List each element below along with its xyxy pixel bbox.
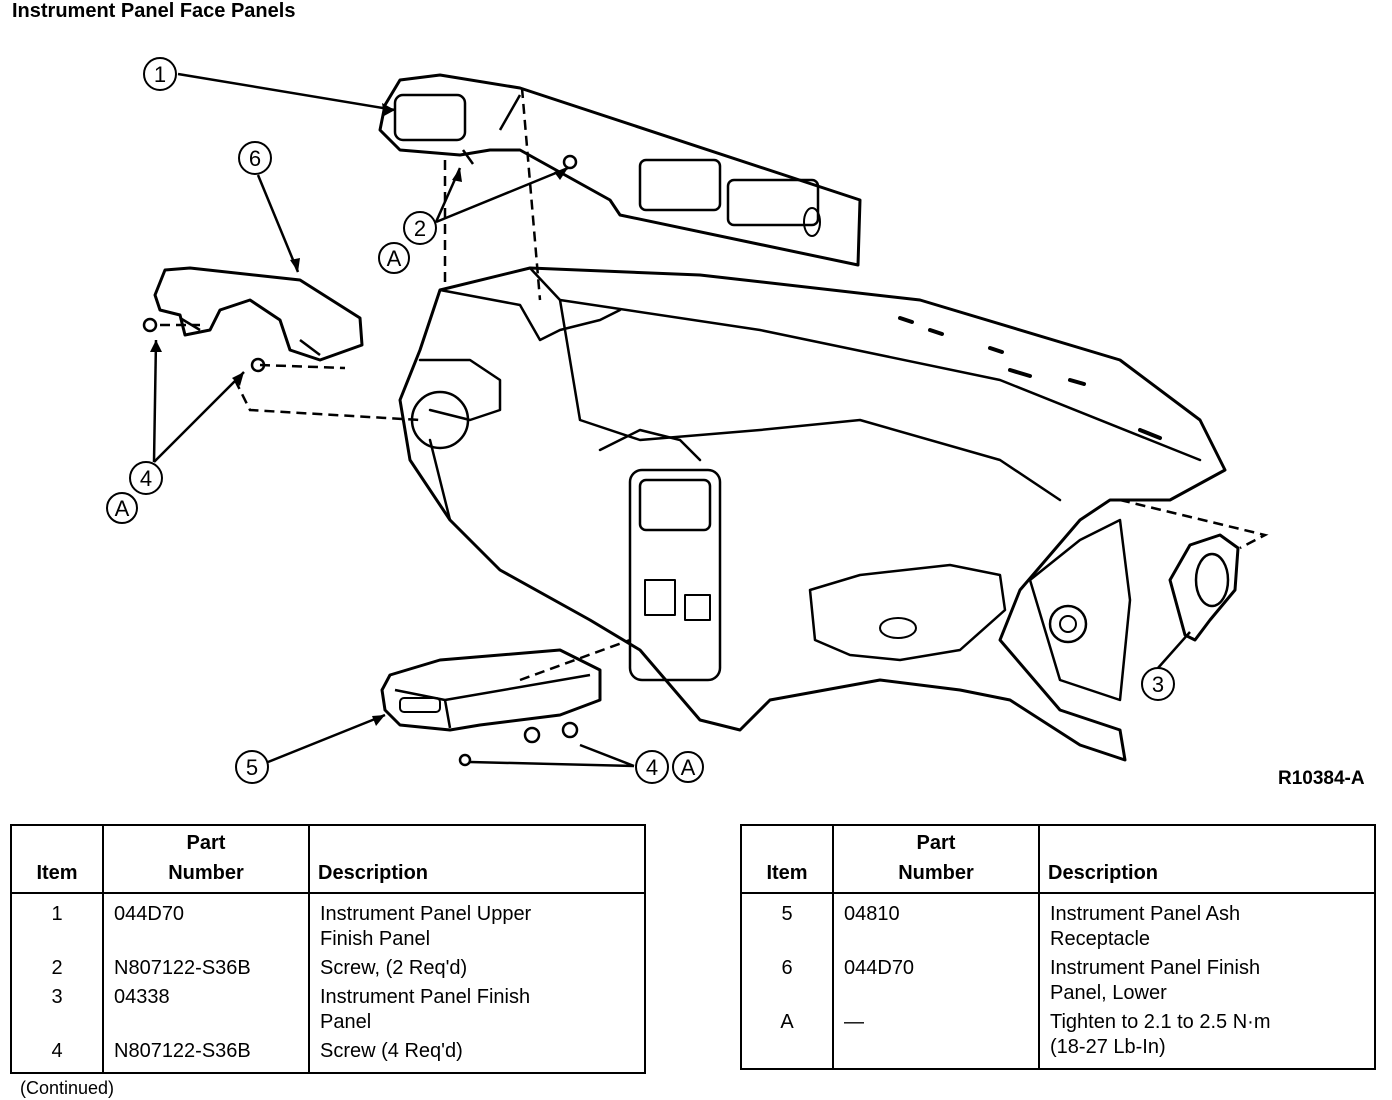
callout-a-upper: A (378, 242, 410, 274)
svg-text:1: 1 (154, 62, 166, 87)
callout-4-left: 4 (129, 461, 163, 495)
header-item: Item (740, 824, 834, 894)
svg-text:5: 5 (246, 755, 258, 780)
svg-text:2: 2 (414, 216, 426, 241)
svg-text:6: 6 (249, 146, 261, 171)
callout-a-bottom: A (672, 751, 704, 783)
continued-note: (Continued) (20, 1078, 115, 1098)
callout-3: 3 (1141, 667, 1175, 701)
svg-text:A: A (681, 755, 696, 780)
callout-4-bottom: 4 (635, 750, 669, 784)
svg-text:4: 4 (646, 755, 658, 780)
callout-a-left: A (106, 492, 138, 524)
callout-5: 5 (235, 750, 269, 784)
svg-text:3: 3 (1152, 672, 1164, 697)
callout-2: 2 (403, 211, 437, 245)
glove-box (808, 563, 1007, 662)
svg-text:A: A (387, 246, 402, 271)
callout-6: 6 (238, 141, 272, 175)
exploded-diagram: 1 2 A 6 4 A 3 5 (106, 57, 1269, 784)
header-item: Item (10, 824, 104, 894)
svg-text:4: 4 (140, 466, 152, 491)
table-row: A — Tighten to 2.1 to 2.5 N·m(18-27 Lb-I… (740, 1008, 1376, 1069)
table-row: 2 N807122-S36B Screw, (2 Req'd) (10, 954, 646, 983)
figure-reference: R10384-A (1278, 768, 1365, 789)
page-title: Instrument Panel Face Panels (12, 0, 296, 22)
callout-1: 1 (143, 57, 177, 91)
center-stack (628, 468, 722, 682)
lower-finish-panel (153, 266, 364, 362)
right-finish-panel (1168, 533, 1240, 642)
upper-finish-panel (378, 73, 862, 267)
header-description: Description (1038, 824, 1376, 894)
header-description: Description (308, 824, 646, 894)
svg-text:A: A (115, 496, 130, 521)
ash-receptacle (380, 648, 602, 732)
table-row: 4 N807122-S36B Screw (4 Req'd) (10, 1037, 646, 1073)
instrument-panel-outline (398, 266, 1227, 762)
callouts: 1 2 A 6 4 A 3 5 (106, 57, 1175, 784)
